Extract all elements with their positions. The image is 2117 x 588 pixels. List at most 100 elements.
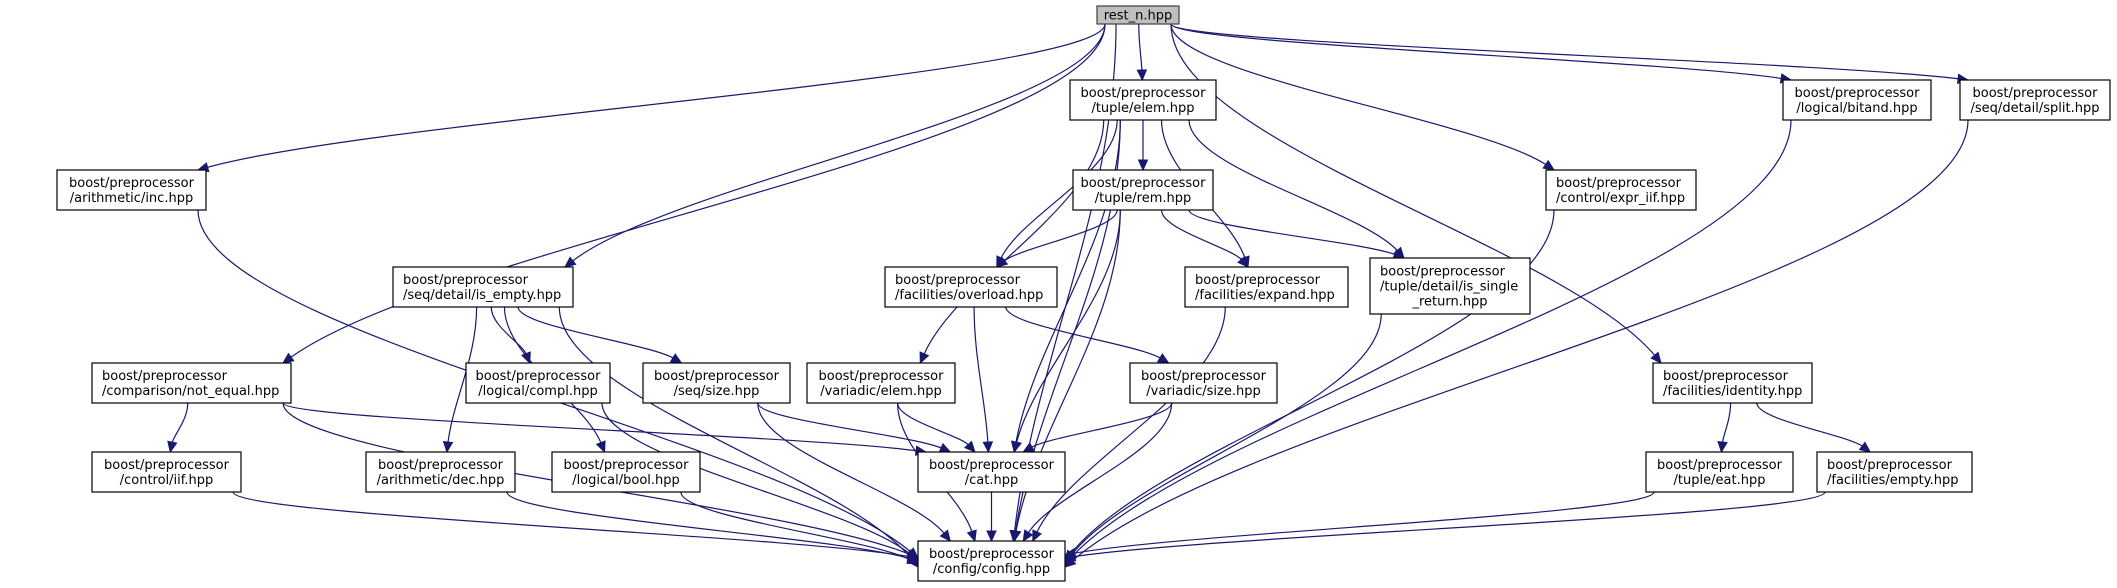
node-label: /variadic/size.hpp — [1146, 384, 1260, 399]
node-box — [1184, 266, 1349, 308]
arrowhead-icon — [167, 440, 178, 454]
arrowhead-icon — [1237, 255, 1249, 268]
node-box — [642, 362, 791, 404]
arrowhead-icon — [442, 440, 454, 454]
node-label: boost/preprocessor — [1380, 265, 1506, 280]
node-label: boost/preprocessor — [69, 176, 195, 191]
edge-tuple-rem-to-tuple-detail-is-single-return — [1188, 209, 1406, 260]
edge-rest-n-to-arith-inc — [196, 23, 1106, 173]
node-label: /facilities/identity.hpp — [1663, 384, 1802, 399]
node-fac-overload[interactable]: boost/preprocessor/facilities/overload.h… — [884, 266, 1058, 308]
node-label: /tuple/rem.hpp — [1095, 191, 1192, 206]
node-logical-bitand[interactable]: boost/preprocessor/logical/bitand.hpp — [1782, 79, 1932, 121]
arrowhead-icon — [1156, 353, 1170, 364]
node-label: /control/expr_iif.hpp — [1556, 191, 1685, 206]
arrowhead-icon — [1137, 159, 1149, 172]
node-fac-expand[interactable]: boost/preprocessor/facilities/expand.hpp — [1184, 266, 1349, 308]
node-seq-size[interactable]: boost/preprocessor/seq/size.hpp — [642, 362, 791, 404]
node-logical-bool[interactable]: boost/preprocessor/logical/bool.hpp — [551, 451, 701, 493]
node-label: /config/config.hpp — [933, 562, 1050, 577]
arrowhead-icon — [995, 256, 1009, 268]
node-arith-dec[interactable]: boost/preprocessor/arithmetic/dec.hpp — [365, 451, 516, 493]
edge-line — [1138, 23, 1143, 72]
node-fac-empty[interactable]: boost/preprocessor/facilities/empty.hpp — [1816, 451, 1973, 493]
node-box — [917, 451, 1066, 493]
node-box — [1959, 79, 2111, 121]
node-logical-compl[interactable]: boost/preprocessor/logical/compl.hpp — [465, 362, 611, 404]
node-control-iif[interactable]: boost/preprocessor/control/iif.hpp — [91, 451, 242, 493]
edge-line — [1069, 313, 1382, 558]
arrowhead-icon — [564, 256, 577, 268]
arrowhead-icon — [1136, 69, 1148, 82]
node-label: boost/preprocessor — [654, 369, 780, 384]
edge-line — [1070, 119, 1792, 558]
edge-line — [680, 491, 911, 561]
node-label: /logical/compl.hpp — [478, 384, 597, 399]
node-label: boost/preprocessor — [1141, 369, 1267, 384]
edge-line — [232, 491, 910, 558]
edge-tuple-rem-to-fac-expand — [1160, 209, 1249, 268]
arrowhead-icon — [1063, 551, 1077, 562]
edge-control-iif-to-config — [232, 491, 920, 562]
edge-line — [1170, 23, 1960, 80]
edge-line — [1170, 23, 1656, 357]
node-box — [365, 451, 516, 493]
arrowhead-icon — [521, 351, 531, 365]
node-box — [1129, 362, 1278, 404]
node-box — [1645, 451, 1794, 493]
edge-rest-n-to-seq-detail-split — [1170, 23, 1970, 84]
edge-arith-dec-to-config — [506, 491, 920, 564]
edge-line — [1071, 119, 1969, 562]
node-tuple-elem[interactable]: boost/preprocessor/tuple/elem.hpp — [1069, 79, 1217, 121]
edge-comp-not-equal-to-control-iif — [167, 402, 189, 454]
arrowhead-icon — [1022, 442, 1036, 453]
node-label: /arithmetic/dec.hpp — [377, 473, 505, 488]
node-box — [56, 169, 207, 211]
node-box — [392, 266, 574, 308]
node-config[interactable]: boost/preprocessor/config/config.hpp — [917, 540, 1066, 582]
node-label: boost/preprocessor — [102, 369, 228, 384]
node-variadic-size[interactable]: boost/preprocessor/variadic/size.hpp — [1129, 362, 1278, 404]
node-label: boost/preprocessor — [929, 547, 1055, 562]
node-arith-inc[interactable]: boost/preprocessor/arithmetic/inc.hpp — [56, 169, 207, 211]
arrowhead-icon — [939, 529, 952, 542]
edge-line — [923, 119, 1105, 355]
edge-variadic-size-to-cat — [1022, 402, 1173, 453]
node-seq-detail-split[interactable]: boost/preprocessor/seq/detail/split.hpp — [1959, 79, 2111, 121]
node-label: /variadic/elem.hpp — [820, 384, 942, 399]
edge-tuple-rem-to-fac-overload — [995, 209, 1118, 268]
arrowhead-icon — [966, 529, 977, 543]
node-rest-n[interactable]: rest_n.hpp — [1096, 5, 1180, 25]
node-box — [1096, 5, 1180, 25]
node-tuple-rem[interactable]: boost/preprocessor/tuple/rem.hpp — [1072, 169, 1214, 211]
node-label: boost/preprocessor — [1663, 369, 1789, 384]
node-label: boost/preprocessor — [1657, 458, 1783, 473]
edge-rest-n-to-tuple-elem — [1136, 23, 1148, 82]
node-box — [465, 362, 611, 404]
node-label: boost/preprocessor — [378, 458, 504, 473]
node-control-expr-iif[interactable]: boost/preprocessor/control/expr_iif.hpp — [1545, 169, 1697, 211]
node-label: boost/preprocessor — [1081, 86, 1207, 101]
edge-line — [206, 23, 1106, 169]
node-variadic-elem[interactable]: boost/preprocessor/variadic/elem.hpp — [806, 362, 956, 404]
edge-line — [171, 402, 189, 444]
arrowhead-icon — [963, 440, 976, 453]
edge-fac-identity-to-fac-empty — [1756, 402, 1872, 453]
edge-line — [1073, 491, 1826, 558]
node-box — [91, 362, 292, 404]
node-box — [1816, 451, 1973, 493]
node-tuple-eat[interactable]: boost/preprocessor/tuple/eat.hpp — [1645, 451, 1794, 493]
arrowhead-icon — [1032, 529, 1042, 543]
edge-line — [1721, 402, 1732, 444]
edge-fac-overload-to-variadic-size — [1005, 306, 1170, 364]
node-tuple-detail-is-single-return[interactable]: boost/preprocessor/tuple/detail/is_singl… — [1369, 257, 1531, 315]
node-label: /tuple/detail/is_single — [1380, 280, 1518, 295]
edge-variadic-size-to-config — [1022, 402, 1173, 543]
edge-line — [1030, 402, 1173, 449]
node-comp-not-equal[interactable]: boost/preprocessor/comparison/not_equal.… — [91, 362, 292, 404]
edge-line — [1756, 402, 1864, 448]
node-cat[interactable]: boost/preprocessor/cat.hpp — [917, 451, 1066, 493]
node-seq-detail-is-empty[interactable]: boost/preprocessor/seq/detail/is_empty.h… — [392, 266, 574, 308]
node-fac-identity[interactable]: boost/preprocessor/facilities/identity.h… — [1652, 362, 1813, 404]
